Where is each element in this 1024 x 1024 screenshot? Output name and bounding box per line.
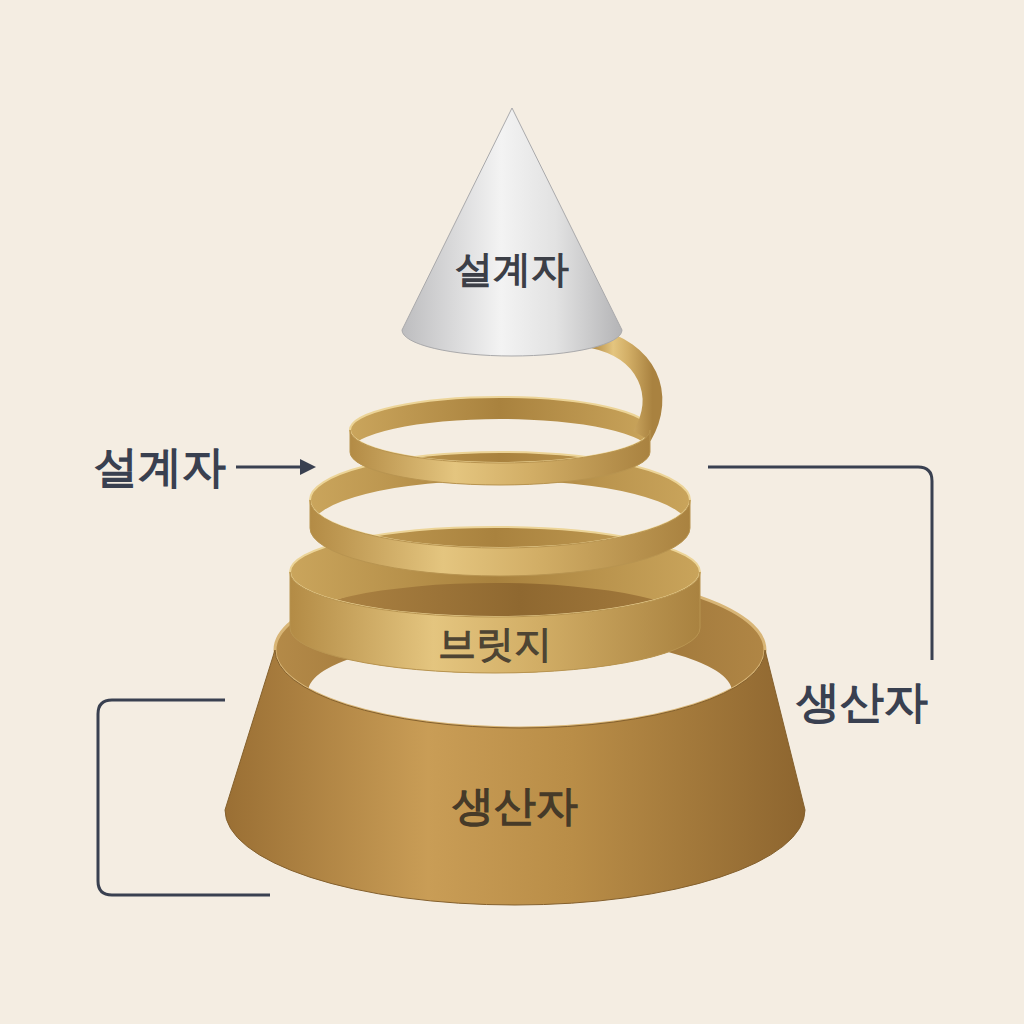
shape-outline [225, 570, 805, 910]
shape-face [290, 572, 700, 673]
node-label: 브릿지 [438, 625, 552, 665]
bridge-band: 브릿지 [290, 527, 700, 677]
coil-front-wall [350, 430, 650, 485]
producer-band: 생산자 [225, 570, 805, 910]
callout-label: 설계자 [94, 443, 226, 491]
spiral-ribbon [592, 338, 652, 436]
coil-front-wall [310, 500, 690, 576]
callout-holder: 생산자 [796, 678, 928, 726]
shape-outline [398, 100, 626, 362]
bracket-line [708, 467, 932, 660]
leader-line [236, 466, 302, 469]
text-holder: 설계자 [398, 250, 626, 290]
node-label: 설계자 [455, 250, 569, 290]
coil-inner-wall [350, 397, 650, 485]
text-holder: 생산자 [225, 784, 805, 828]
text-holder: 브릿지 [290, 625, 700, 665]
shape-face [402, 108, 622, 356]
callout-holder: 설계자 [94, 443, 226, 491]
arrow-head [300, 459, 316, 475]
shape-face [225, 650, 805, 905]
cone-node: 설계자 [398, 100, 626, 362]
node-label: 생산자 [452, 784, 578, 828]
callout-label: 생산자 [796, 678, 928, 726]
